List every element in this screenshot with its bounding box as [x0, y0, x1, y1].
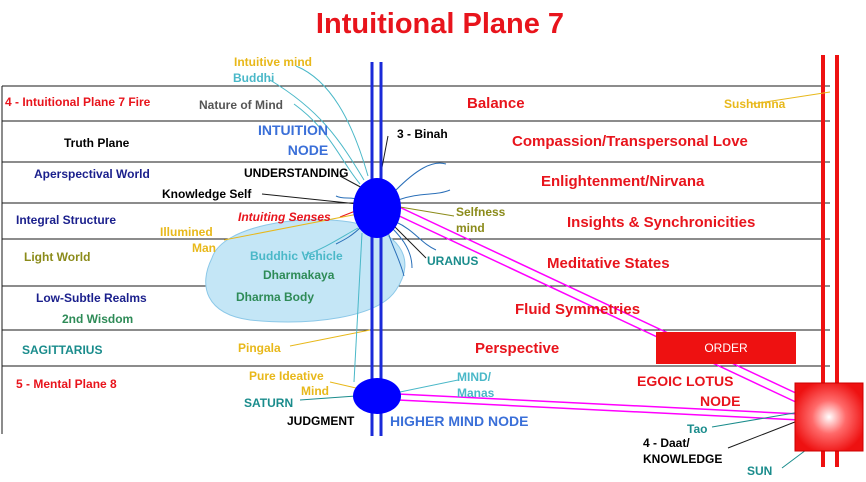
row-left-label: Light World	[24, 250, 90, 264]
row-right-label: Balance	[467, 95, 525, 112]
higher-mind-node-label: HIGHER MIND NODE	[390, 413, 528, 429]
egoic-lotus-label-line2: NODE	[700, 393, 740, 409]
selfness-label-line2: mind	[456, 221, 485, 235]
row-left-label: 4 - Intuitional Plane 7 Fire	[5, 95, 151, 109]
pointer-line	[295, 65, 369, 177]
pure-ideative-label-line1: Pure Ideative	[249, 369, 324, 383]
row-labels: 4 - Intuitional Plane 7 Fire Balance Tru…	[5, 95, 755, 391]
pointer-line	[399, 206, 455, 217]
pointer-line	[393, 225, 427, 259]
row-right-label: Perspective	[475, 340, 559, 357]
egoic-lotus-square	[794, 382, 864, 452]
daat-label-line2: KNOWLEDGE	[643, 452, 722, 466]
buddhic-vehicle-shape	[205, 219, 406, 323]
judgment-label: JUDGMENT	[287, 414, 355, 428]
pointer-line	[293, 103, 361, 185]
band-lines	[1, 85, 830, 434]
blue-channel	[370, 62, 383, 436]
egoic-lotus-label-line1: EGOIC LOTUS	[637, 373, 733, 389]
nature-of-mind-label: Nature of Mind	[199, 98, 283, 112]
sushumna-label: Sushumna	[724, 97, 786, 111]
page-title: Intuitional Plane 7	[316, 8, 564, 40]
knowledge-self-label: Knowledge Self	[162, 187, 252, 201]
pointer-line	[751, 91, 831, 105]
row-left-label: 2nd Wisdom	[62, 312, 133, 326]
dharmakaya-label: Dharmakaya	[263, 268, 335, 282]
row-left-label: Low-Subtle Realms	[36, 291, 147, 305]
tendril	[397, 189, 451, 201]
pointer-line	[711, 411, 801, 428]
row-right-label: Fluid Symmetries	[515, 301, 640, 318]
mind-manas-label-line2: Manas	[457, 386, 495, 400]
pointer-line	[399, 379, 459, 393]
tendril	[391, 227, 413, 269]
pointer-line	[223, 213, 359, 241]
selfness-label-line1: Selfness	[456, 205, 506, 219]
order-label: ORDER	[704, 341, 748, 355]
pingala-label: Pingala	[238, 341, 281, 355]
order-box	[656, 332, 796, 364]
daat-label-line1: 4 - Daat/	[643, 436, 690, 450]
intuition-node-label-line2: NODE	[288, 142, 328, 158]
pink-line	[394, 213, 801, 405]
row-left-label: Truth Plane	[64, 136, 130, 150]
pointer-line	[304, 227, 359, 256]
buddhi-label: Buddhi	[233, 71, 274, 85]
node-tendrils	[335, 162, 451, 277]
pure-ideative-label-line2: Mind	[301, 384, 329, 398]
pointer-line	[299, 395, 357, 401]
row-left-label: Aperspectival World	[34, 167, 150, 181]
illumined-label-line2: Man	[192, 241, 216, 255]
pink-line	[397, 393, 801, 415]
pointer-line	[289, 329, 371, 347]
pointer-line	[353, 232, 363, 383]
sun-label: SUN	[747, 464, 772, 478]
higher-mind-node	[353, 378, 401, 414]
pointer-line	[269, 79, 365, 181]
understanding-label: UNDERSTANDING	[244, 166, 348, 180]
pink-line	[397, 399, 801, 421]
intuitive-mind-label: Intuitive mind	[234, 55, 312, 69]
uranus-label: URANUS	[427, 254, 478, 268]
mind-manas-label-line1: MIND/	[457, 370, 492, 384]
tendril	[395, 162, 447, 191]
illumined-label-line1: Illumined	[160, 225, 213, 239]
tendril	[395, 221, 437, 251]
intuition-node	[353, 178, 401, 238]
pointer-line	[261, 193, 359, 205]
row-left-label: Integral Structure	[16, 213, 116, 227]
row-right-label: Insights & Synchronicities	[567, 214, 755, 231]
buddhic-vehicle-label: Buddhic Vehicle	[250, 249, 343, 263]
pointer-line	[329, 381, 357, 389]
pointer-line	[781, 449, 807, 469]
tendril	[387, 231, 405, 277]
row-right-label: Meditative States	[547, 255, 670, 272]
pointer-line	[727, 419, 801, 449]
row-left-label: SAGITTARIUS	[22, 343, 102, 357]
tao-label: Tao	[687, 422, 707, 436]
row-right-label: Compassion/Transpersonal Love	[512, 133, 748, 150]
saturn-label: SATURN	[244, 396, 293, 410]
row-left-label: 5 - Mental Plane 8	[16, 377, 117, 391]
intuiting-senses-label: Intuiting Senses	[238, 210, 331, 224]
annotations: Intuitive mind Buddhi Nature of Mind INT…	[160, 55, 786, 478]
dharma-body-label: Dharma Body	[236, 290, 314, 304]
binah-label: 3 - Binah	[397, 127, 448, 141]
intuition-node-label-line1: INTUITION	[258, 122, 328, 138]
row-right-label: Enlightenment/Nirvana	[541, 173, 705, 190]
